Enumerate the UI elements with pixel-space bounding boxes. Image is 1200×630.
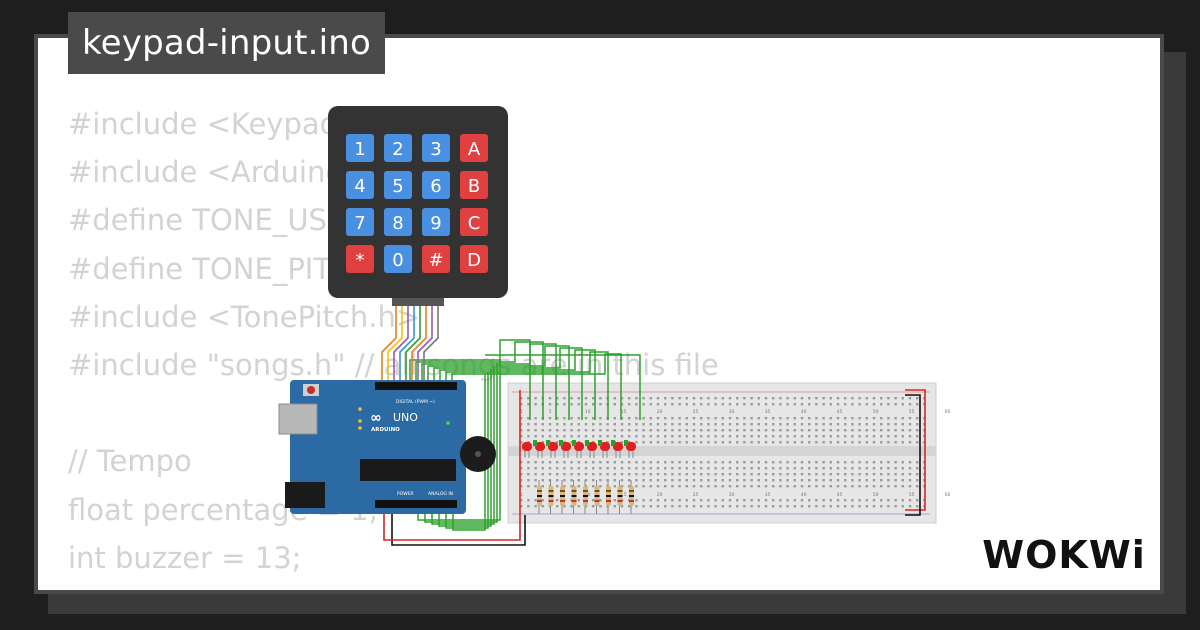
resistor bbox=[537, 480, 542, 514]
breadboard-number: 45 bbox=[837, 409, 843, 415]
breadboard-number: 45 bbox=[837, 492, 843, 498]
keypad-key-label: D bbox=[467, 250, 481, 271]
keypad-key[interactable]: 1 bbox=[346, 134, 374, 162]
keypad-key[interactable]: 2 bbox=[384, 134, 412, 162]
breadboard-number: 1 bbox=[520, 409, 523, 415]
keypad-key-label: 3 bbox=[430, 139, 441, 160]
svg-text:DIGITAL (PWM ~): DIGITAL (PWM ~) bbox=[396, 399, 435, 405]
breadboard-number: 15 bbox=[621, 409, 627, 415]
keypad-key-label: # bbox=[428, 250, 443, 271]
keypad-key-label: A bbox=[468, 139, 481, 160]
keypad-ribbon-wires bbox=[381, 296, 444, 382]
resistor bbox=[571, 480, 577, 514]
keypad-key-label: 7 bbox=[354, 213, 365, 234]
keypad-key[interactable]: 8 bbox=[384, 208, 412, 236]
keypad-key[interactable]: 3 bbox=[422, 134, 450, 162]
resistor-row bbox=[537, 480, 634, 514]
svg-text:ARDUINO: ARDUINO bbox=[371, 427, 400, 433]
led bbox=[585, 440, 597, 458]
keypad-key-label: 6 bbox=[430, 176, 441, 197]
keypad-key-label: 8 bbox=[392, 213, 403, 234]
circuit-diagram: 1155101015152020252530303535404045455050… bbox=[278, 296, 950, 546]
breadboard-number: 20 bbox=[657, 492, 663, 498]
keypad-key[interactable]: 7 bbox=[346, 208, 374, 236]
breadboard-number: 10 bbox=[585, 409, 591, 415]
code-line: int buzzer = 13; bbox=[68, 540, 302, 575]
breadboard-number: 50 bbox=[873, 492, 879, 498]
keypad-key[interactable]: A bbox=[460, 134, 488, 162]
keypad-key[interactable]: # bbox=[422, 245, 450, 273]
keypad-key-label: B bbox=[468, 176, 480, 197]
keypad-key[interactable]: * bbox=[346, 245, 374, 273]
breadboard-number: 30 bbox=[729, 492, 735, 498]
breadboard-number: 5 bbox=[549, 409, 552, 415]
resistor bbox=[548, 480, 554, 514]
svg-text:ANALOG IN: ANALOG IN bbox=[428, 491, 453, 497]
svg-text:UNO: UNO bbox=[393, 411, 418, 424]
breadboard-number: 35 bbox=[765, 409, 771, 415]
led bbox=[533, 440, 545, 458]
buzzer bbox=[460, 436, 496, 472]
sketch-filename: keypad-input.ino bbox=[68, 12, 386, 74]
keypad-key[interactable]: 5 bbox=[384, 171, 412, 199]
arduino-uno: ∞ UNO ARDUINO DIGITAL (PWM ~) POWER ANAL… bbox=[278, 380, 466, 514]
svg-text:POWER: POWER bbox=[397, 491, 414, 497]
resistor bbox=[629, 480, 634, 514]
led-row bbox=[522, 440, 636, 458]
breadboard-number: 40 bbox=[801, 409, 807, 415]
led bbox=[611, 440, 623, 458]
keypad-key[interactable]: 0 bbox=[384, 245, 412, 273]
resistor bbox=[594, 480, 600, 514]
breadboard-number: 25 bbox=[693, 492, 699, 498]
logo-text: WOKWi bbox=[982, 533, 1146, 577]
breadboard-number: 15 bbox=[621, 492, 627, 498]
keypad-key[interactable]: 6 bbox=[422, 171, 450, 199]
keypad-key-label: 2 bbox=[392, 139, 403, 160]
breadboard-number: 50 bbox=[873, 409, 879, 415]
led bbox=[559, 440, 571, 458]
breadboard-number: 60 bbox=[945, 492, 950, 498]
code-line: #include <TonePitch.h> bbox=[68, 299, 421, 334]
keypad-key[interactable]: C bbox=[460, 208, 488, 236]
keypad-key-label: 1 bbox=[354, 139, 365, 160]
resistor bbox=[583, 480, 588, 514]
breadboard-number: 20 bbox=[657, 409, 663, 415]
keypad-key[interactable]: D bbox=[460, 245, 488, 273]
breadboard-number: 1 bbox=[520, 492, 523, 498]
led bbox=[546, 440, 558, 458]
led bbox=[522, 442, 532, 458]
keypad-key[interactable]: 4 bbox=[346, 171, 374, 199]
keypad-key-label: C bbox=[468, 213, 481, 234]
code-line: // Tempo bbox=[68, 444, 192, 479]
breadboard-number: 35 bbox=[765, 492, 771, 498]
power-wires bbox=[383, 389, 926, 546]
keypad-key-label: 5 bbox=[392, 176, 403, 197]
keypad-key[interactable]: 9 bbox=[422, 208, 450, 236]
breadboard-number: 55 bbox=[909, 409, 915, 415]
resistor bbox=[617, 480, 623, 514]
led bbox=[624, 440, 636, 458]
keypad-key-label: * bbox=[356, 250, 365, 271]
led bbox=[572, 440, 584, 458]
breadboard-number: 60 bbox=[945, 409, 950, 415]
breadboard-number: 25 bbox=[693, 409, 699, 415]
breadboard-number: 40 bbox=[801, 492, 807, 498]
keypad-key[interactable]: B bbox=[460, 171, 488, 199]
breadboard-number: 30 bbox=[729, 409, 735, 415]
keypad-4x4: 1 2 3 A 4 5 6 B 7 8 9 C * 0 # D bbox=[328, 106, 508, 298]
wokwi-logo: WOKWi bbox=[982, 533, 1146, 577]
resistor bbox=[560, 480, 565, 514]
keypad-key-label: 0 bbox=[392, 250, 403, 271]
resistor bbox=[606, 480, 611, 514]
led bbox=[598, 440, 610, 458]
breadboard-number: 55 bbox=[909, 492, 915, 498]
keypad-key-label: 9 bbox=[430, 213, 441, 234]
breadboard: 1155101015152020252530303535404045455050… bbox=[507, 382, 950, 524]
keypad-key-label: 4 bbox=[354, 176, 365, 197]
svg-text:∞: ∞ bbox=[370, 410, 382, 426]
